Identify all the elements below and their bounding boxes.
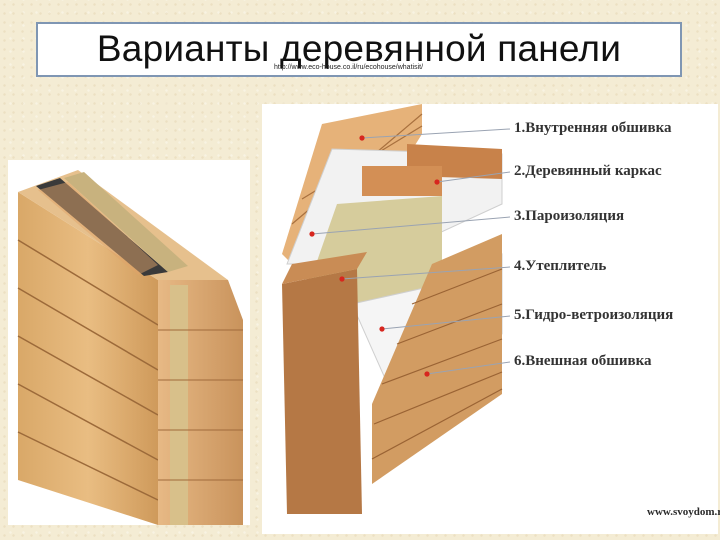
- marker-inner-sheathing: [359, 135, 365, 141]
- wooden-panel-sample-image: [8, 160, 250, 525]
- label-vapor-barrier: 3.Пароизоляция: [514, 208, 625, 224]
- title-box: Варианты деревянной панели http://www.ec…: [36, 22, 682, 77]
- label-insulation: 4.Утеплитель: [514, 258, 607, 274]
- marker-wooden-frame: [434, 179, 440, 185]
- label-outer-sheathing: 6.Внешная обшивка: [514, 353, 652, 369]
- page-title: Варианты деревянной панели: [96, 28, 622, 69]
- marker-vapor-barrier: [309, 231, 315, 237]
- marker-outer-sheathing: [424, 371, 430, 377]
- label-inner-sheathing: 1.Внутренняя обшивка: [514, 120, 672, 136]
- label-wooden-frame: 2.Деревянный каркас: [514, 163, 662, 179]
- watermark: www.svoydom.ru: [647, 506, 720, 518]
- wall-layers-diagram: 1.Внутренняя обшивка 2.Деревянный каркас…: [262, 104, 720, 534]
- source-url: http://www.eco-house.co.il/ru/ecohouse/w…: [274, 64, 424, 71]
- marker-wind-barrier: [379, 326, 385, 332]
- label-wind-barrier: 5.Гидро-ветроизоляция: [514, 307, 674, 323]
- marker-insulation: [339, 276, 345, 282]
